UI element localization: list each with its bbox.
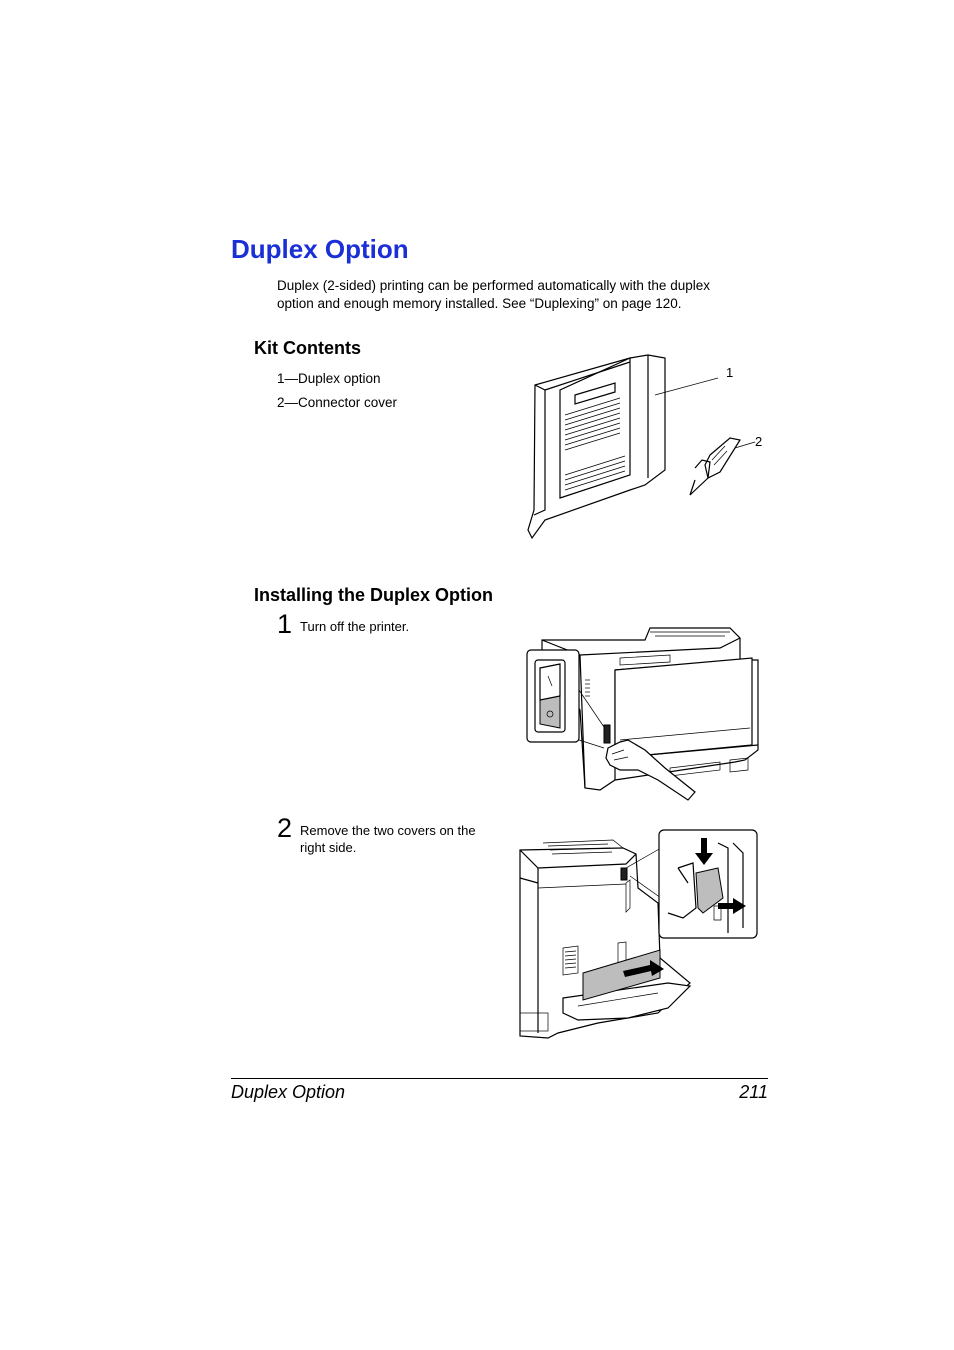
callout-1: 1 xyxy=(726,365,734,380)
kit-item-connector-cover: 2—Connector cover xyxy=(277,395,398,410)
kit-item-duplex-option: 1—Duplex option xyxy=(277,371,381,386)
footer-divider xyxy=(231,1078,768,1079)
footer-title: Duplex Option xyxy=(231,1082,346,1102)
kit-contents-heading: Kit Contents xyxy=(254,338,361,358)
page-title: Duplex Option xyxy=(231,234,409,264)
callout-2: 2 xyxy=(755,434,763,449)
installing-heading: Installing the Duplex Option xyxy=(254,585,494,605)
remove-covers-illustration xyxy=(519,829,758,1039)
step-1-text: Turn off the printer. xyxy=(300,619,410,634)
duplex-kit-illustration xyxy=(527,354,756,540)
step-1-number: 1 xyxy=(277,609,293,639)
intro-paragraph: Duplex (2-sided) printing can be perform… xyxy=(277,278,710,311)
step-2-number: 2 xyxy=(277,813,293,843)
page-number: 211 xyxy=(739,1082,768,1102)
step-2-text: Remove the two covers on the right side. xyxy=(300,823,476,855)
power-switch-illustration xyxy=(526,627,759,801)
